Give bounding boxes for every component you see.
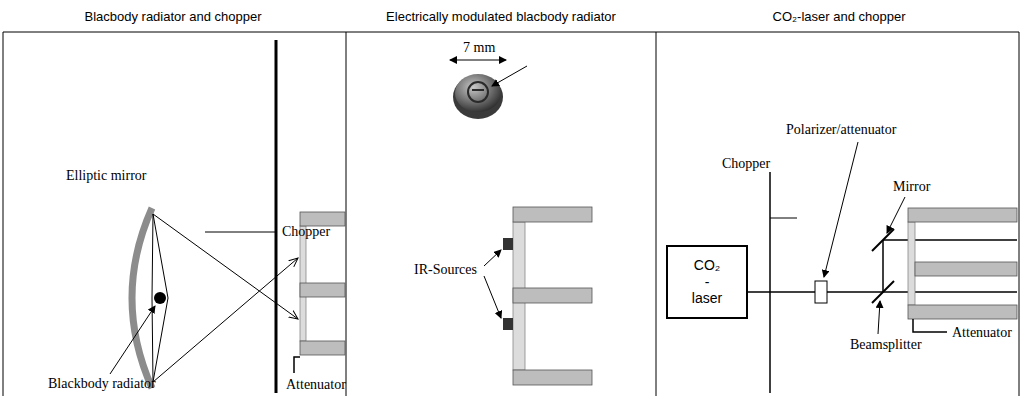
box-text: CO₂ -laser <box>692 257 722 307</box>
setup-panel: Electrically modulated blacbody radiator <box>346 0 656 396</box>
blackbody-setup <box>110 40 345 393</box>
part-label: Beamsplitter <box>850 337 922 353</box>
part-label: Polarizer/attenuator <box>786 122 896 138</box>
laser-box: CO₂ -laser <box>666 245 748 319</box>
part-label: Blackbody radiator <box>48 376 156 392</box>
part-label: IR-Sources <box>414 262 477 278</box>
part-label: Attenuator <box>952 325 1012 341</box>
part-label: Elliptic mirror <box>66 168 146 184</box>
laser-setup <box>748 142 1017 393</box>
part-label: Mirror <box>893 179 930 195</box>
panel-title: Electrically modulated blacbody radiator <box>346 9 656 24</box>
part-label: Attenuator <box>286 377 346 393</box>
part-label: Chopper <box>282 224 330 240</box>
panel-title: CO₂-laser and chopper <box>656 9 1022 24</box>
dimension-label: 7 mm <box>463 40 495 56</box>
part-label: Chopper <box>722 156 770 172</box>
panel-frame <box>3 32 1019 396</box>
setup-panel: Blacbody radiator and chopper <box>0 0 346 396</box>
panel-title: Blacbody radiator and chopper <box>0 9 346 24</box>
modulated-source-setup <box>450 60 592 385</box>
